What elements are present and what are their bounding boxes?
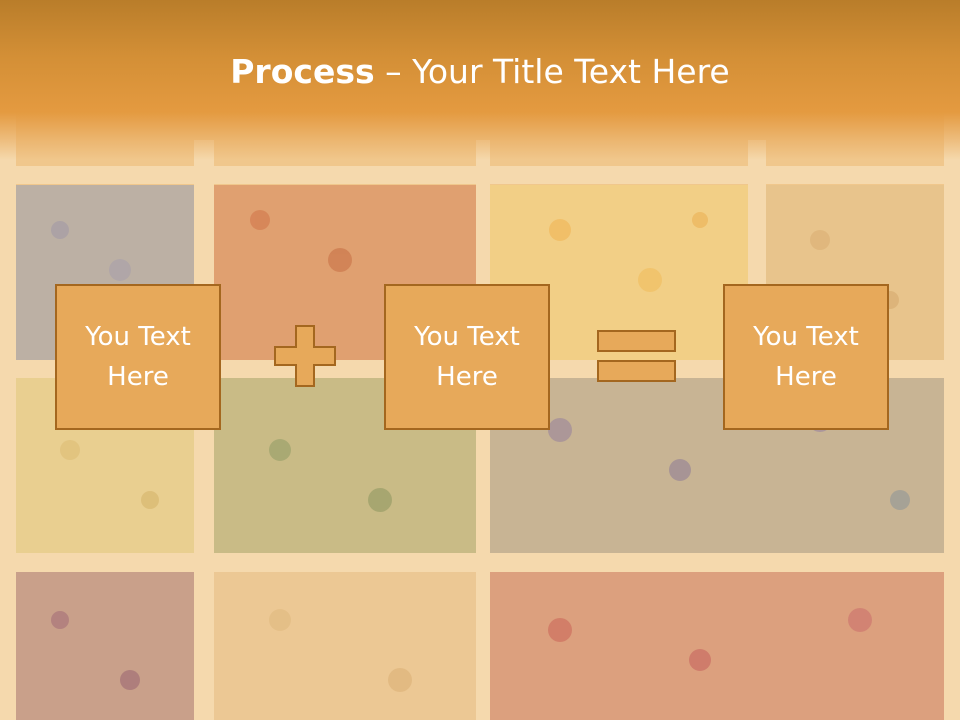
plus-icon bbox=[274, 325, 336, 387]
text-box-3-label: You Text Here bbox=[753, 322, 859, 392]
slide-title: Process – Your Title Text Here bbox=[0, 52, 960, 91]
title-rest: Your Title Text Here bbox=[412, 52, 730, 91]
text-box-3[interactable]: You Text Here bbox=[723, 284, 889, 430]
text-box-1[interactable]: You Text Here bbox=[55, 284, 221, 430]
text-box-2-label: You Text Here bbox=[414, 322, 520, 392]
text-box-1-label: You Text Here bbox=[85, 322, 191, 392]
title-separator: – bbox=[374, 52, 413, 91]
title-banner bbox=[0, 0, 960, 160]
equals-icon bbox=[597, 330, 676, 382]
title-bold: Process bbox=[230, 52, 375, 91]
text-box-2[interactable]: You Text Here bbox=[384, 284, 550, 430]
